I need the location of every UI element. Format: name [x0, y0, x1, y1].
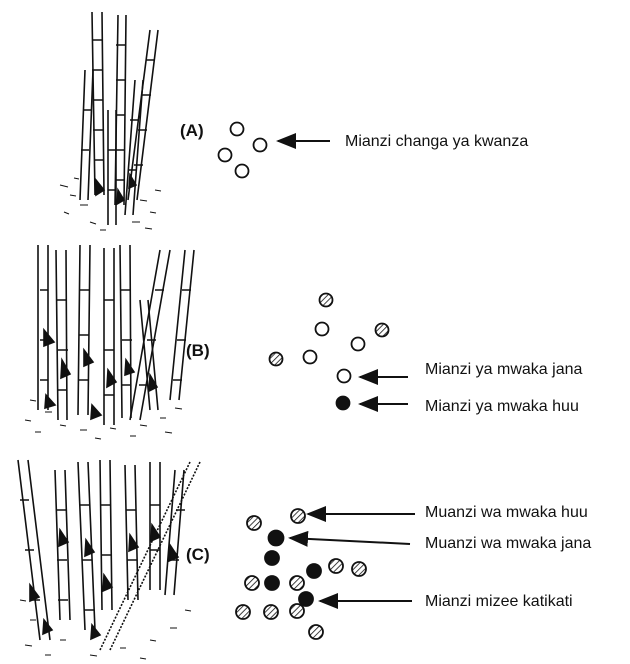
old-culm-circle [329, 559, 343, 573]
current-year-culm-circle [320, 294, 333, 307]
current-year-culm-circle [376, 324, 389, 337]
old-culm-circle [291, 509, 305, 523]
new-culm-circle [236, 165, 249, 178]
panel-c-letter: (C) [186, 545, 210, 564]
old-culm-circle [299, 592, 313, 606]
panel-a-bamboo-illustration [60, 12, 161, 230]
old-culm-circle [236, 605, 250, 619]
panel-b-letter: (B) [186, 341, 210, 360]
old-culm-circle [307, 564, 321, 578]
panel-c-plan-view [236, 509, 366, 639]
old-culm-circle [352, 562, 366, 576]
old-culm-circle [309, 625, 323, 639]
last-year-culm-circle [352, 338, 365, 351]
old-culm-circle [247, 516, 261, 530]
old-culm-circle [290, 604, 304, 618]
panel-c-label-last-year: Muanzi wa mwaka jana [425, 535, 591, 552]
panel-c-label-this-year: Muanzi wa mwaka huu [425, 504, 588, 521]
old-culm-circle [265, 576, 279, 590]
last-year-culm-circle [316, 323, 329, 336]
old-culm-circle [290, 576, 304, 590]
last-year-culm-circle [269, 531, 284, 546]
panel-b-label-last-year: Mianzi ya mwaka jana [425, 361, 583, 378]
old-culm-circle [245, 576, 259, 590]
panel-c-arrow-last-year [290, 538, 410, 544]
last-year-culm-circle [304, 351, 317, 364]
panel-a-letter: (A) [180, 121, 204, 140]
panel-a-ground [60, 178, 161, 230]
old-culm-circle [264, 605, 278, 619]
panel-b-plan-view [270, 294, 389, 410]
panel-a-label-young-culms: Mianzi changa ya kwanza [345, 133, 528, 150]
new-culm-circle [254, 139, 267, 152]
new-culm-circle [231, 123, 244, 136]
current-year-culm-circle [270, 353, 283, 366]
panel-c-bamboo-illustration [18, 460, 200, 659]
last-year-culm-circle [338, 370, 351, 383]
old-culm-circle [265, 551, 279, 565]
panel-b-label-this-year: Mianzi ya mwaka huu [425, 398, 579, 415]
current-year-culm-circle [337, 397, 350, 410]
panel-b-bamboo-illustration [25, 245, 194, 439]
panel-c-label-old-center: Mianzi mizee katikati [425, 593, 573, 610]
new-culm-circle [219, 149, 232, 162]
panel-a-plan-view [219, 123, 267, 178]
